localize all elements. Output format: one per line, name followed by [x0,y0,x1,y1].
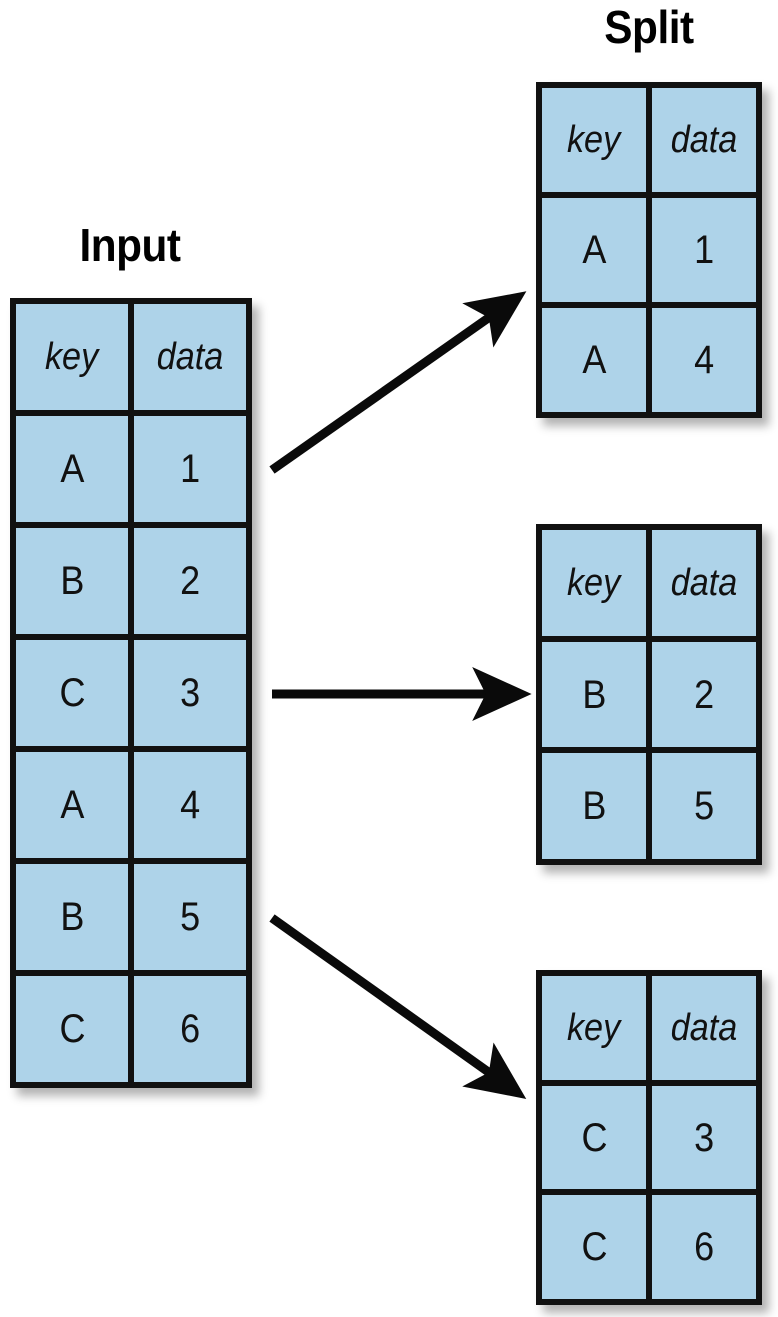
cell-data: 1 [128,416,246,522]
column-header-data: data [128,304,246,410]
cell-key: B [542,753,646,860]
page-title-split: Split [604,1,694,53]
column-header-key-label: key [45,336,99,378]
input-table: key data A 1 B 2 C 3 A 4 B 5 C 6 [10,298,252,1088]
split-table-group-b: key data B 2 B 5 [536,524,762,865]
cell-data: 2 [646,641,756,748]
cell-data-value: 6 [179,1007,201,1051]
split-table-group-c: key data C 3 C 6 [536,970,762,1305]
arrow-to-group-a [269,291,527,474]
cell-key-value: C [58,1007,85,1051]
cell-key: A [16,416,128,522]
cell-key-value: C [58,671,85,715]
cell-key: C [542,1085,646,1190]
table-row: A 1 [542,192,756,302]
cell-data-value: 3 [179,671,201,715]
cell-data: 4 [646,308,756,412]
cell-key: B [16,528,128,634]
cell-data-value: 2 [179,559,201,603]
split-table-group-a: key data A 1 A 4 [536,82,762,418]
cell-key-value: C [580,1115,607,1160]
column-header-data-label: data [670,119,738,161]
table-header-row: key data [16,304,246,410]
cell-data: 3 [646,1085,756,1190]
page-title-input: Input [79,219,181,271]
cell-data: 4 [128,752,246,858]
cell-data: 2 [128,528,246,634]
cell-key-value: B [59,559,85,603]
table-row: C 6 [16,970,246,1082]
column-header-data: data [646,976,756,1080]
cell-key: A [16,752,128,858]
table-header-row: key data [542,88,756,192]
column-header-key-label: key [567,561,621,604]
cell-data-value: 6 [693,1225,715,1270]
column-header-key-label: key [567,1006,621,1049]
cell-key: A [542,198,646,302]
table-header-row: key data [542,976,756,1080]
column-header-key: key [542,88,646,192]
column-header-data-label: data [670,561,738,604]
cell-data-value: 4 [179,783,201,827]
cell-data: 3 [128,640,246,746]
column-header-data-label: data [156,336,224,378]
table-row: B 5 [542,747,756,860]
table-row: C 3 [542,1079,756,1190]
cell-data: 1 [646,198,756,302]
column-header-data: data [646,530,756,636]
cell-data: 5 [128,864,246,970]
cell-data: 6 [646,1195,756,1300]
cell-key-value: A [581,338,607,382]
arrow-to-group-c [269,914,527,1099]
column-header-data: data [646,88,756,192]
cell-key-value: A [59,783,85,827]
column-header-key: key [542,976,646,1080]
cell-data-value: 3 [693,1115,715,1160]
cell-key-value: A [59,447,85,491]
cell-key: C [542,1195,646,1300]
column-header-key-label: key [567,119,621,161]
table-header-row: key data [542,530,756,636]
table-row: C 3 [16,634,246,746]
table-row: B 2 [16,522,246,634]
cell-data-value: 5 [179,895,201,939]
cell-key-value: A [581,228,607,272]
cell-key: C [16,640,128,746]
table-row: A 1 [16,410,246,522]
cell-data: 6 [128,976,246,1082]
table-row: B 5 [16,858,246,970]
cell-key-value: C [580,1225,607,1270]
column-header-key: key [16,304,128,410]
cell-key: A [542,308,646,412]
cell-data: 5 [646,753,756,860]
cell-data-value: 2 [693,672,715,717]
cell-key: B [542,641,646,748]
cell-data-value: 4 [693,338,715,382]
column-header-data-label: data [670,1006,738,1049]
table-row: A 4 [16,746,246,858]
cell-key-value: B [59,895,85,939]
cell-key-value: B [581,672,607,717]
cell-data-value: 5 [693,784,715,829]
cell-key: C [16,976,128,1082]
cell-key: B [16,864,128,970]
column-header-key: key [542,530,646,636]
table-row: A 4 [542,302,756,412]
cell-key-value: B [581,784,607,829]
table-row: B 2 [542,635,756,748]
cell-data-value: 1 [693,228,715,272]
table-row: C 6 [542,1189,756,1300]
cell-data-value: 1 [179,447,201,491]
